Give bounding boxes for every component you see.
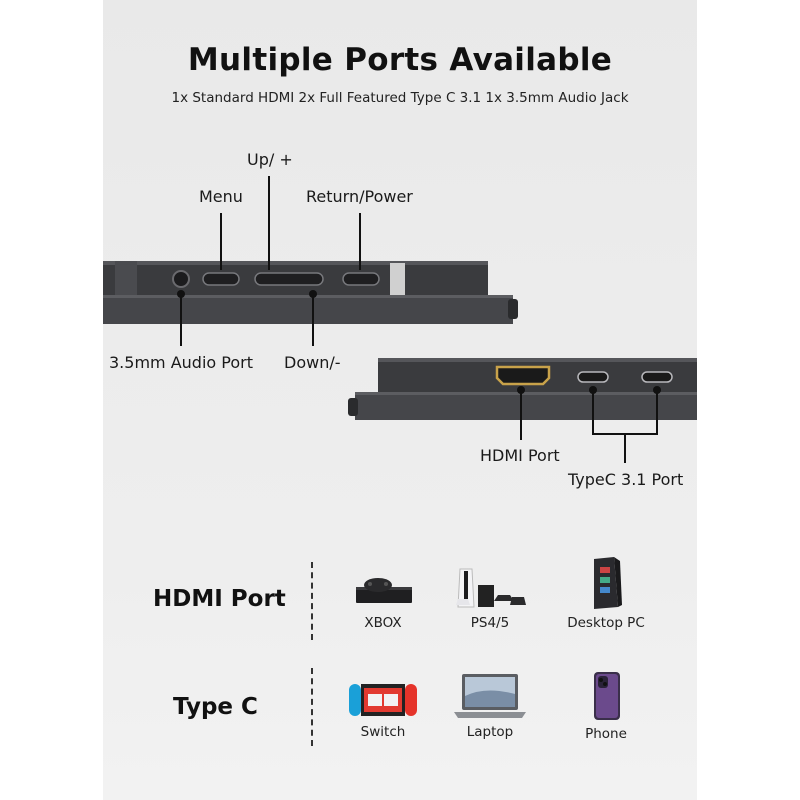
up-leader	[268, 176, 270, 270]
device-phone: Phone	[551, 670, 661, 742]
typec-port-2-icon	[641, 371, 673, 383]
hdmi-port-label: HDMI Port	[480, 446, 560, 465]
typec-leader-stem	[624, 433, 626, 463]
menu-button-shape	[202, 272, 240, 286]
device-desktop: Desktop PC	[551, 555, 661, 631]
device-ps: PS4/5	[435, 565, 545, 631]
typec-leader-1	[592, 390, 594, 434]
typec-section-title: Type C	[173, 694, 258, 720]
device-switch-label: Switch	[360, 724, 406, 740]
hdmi-leader	[520, 390, 522, 440]
return-power-label: Return/Power	[306, 187, 413, 206]
device-ps-label: PS4/5	[470, 615, 510, 631]
device-desktop-label: Desktop PC	[567, 615, 645, 631]
hdmi-port-icon	[495, 365, 551, 386]
switch-console-icon	[349, 684, 417, 716]
xbox-console-icon	[356, 578, 412, 603]
up-label: Up/ +	[247, 150, 293, 169]
device-phone-label: Phone	[585, 726, 627, 742]
monitor-lower-edge	[355, 392, 697, 420]
audio-leader	[180, 294, 182, 346]
monitor-side-view	[103, 261, 518, 324]
desktop-pc-icon	[594, 557, 622, 609]
down-label: Down/-	[284, 353, 341, 372]
menu-leader	[220, 213, 222, 270]
power-leader	[359, 213, 361, 270]
monitor-port-view	[348, 358, 697, 420]
device-laptop-label: Laptop	[466, 724, 514, 740]
device-xbox: XBOX	[328, 565, 438, 631]
page-title: Multiple Ports Available	[187, 42, 613, 78]
hdmi-section-divider	[311, 562, 313, 640]
hdmi-section-title: HDMI Port	[153, 586, 286, 612]
updown-button-shape	[254, 272, 324, 286]
phone-icon	[594, 672, 620, 720]
laptop-icon	[454, 674, 526, 718]
power-button-shape	[342, 272, 380, 286]
device-xbox-label: XBOX	[364, 615, 402, 631]
typec-port-label: TypeC 3.1 Port	[568, 470, 684, 489]
device-switch: Switch	[328, 680, 438, 740]
playstation-console-icon	[456, 568, 526, 608]
monitor-front-edge	[103, 295, 513, 324]
typec-leader-2	[656, 390, 658, 434]
typec-section-divider	[311, 668, 313, 746]
device-laptop: Laptop	[435, 672, 545, 740]
page-subtitle: 1x Standard HDMI 2x Full Featured Type C…	[171, 90, 629, 106]
typec-port-1-icon	[577, 371, 609, 383]
product-panel: Multiple Ports Available 1x Standard HDM…	[103, 0, 697, 800]
audio-port-label: 3.5mm Audio Port	[109, 353, 253, 372]
audio-jack-icon	[172, 270, 190, 288]
menu-label: Menu	[199, 187, 243, 206]
down-leader	[312, 294, 314, 346]
